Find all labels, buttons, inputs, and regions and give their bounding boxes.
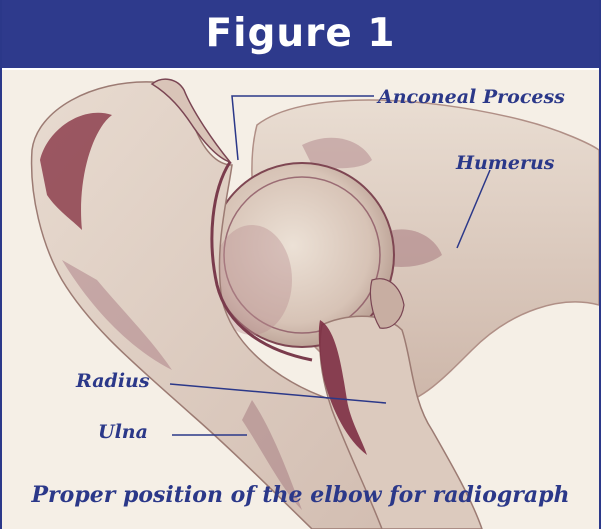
radius-label: Radius bbox=[76, 370, 150, 392]
ulna-label: Ulna bbox=[98, 421, 148, 443]
anconeal-process-label: Anconeal Process bbox=[378, 86, 565, 108]
elbow-illustration bbox=[2, 70, 599, 529]
figure-caption: Proper position of the elbow for radiogr… bbox=[2, 482, 599, 508]
humerus-label: Humerus bbox=[456, 152, 554, 174]
figure-title: Figure 1 bbox=[2, 0, 599, 68]
title-bar: Figure 1 bbox=[2, 0, 599, 70]
